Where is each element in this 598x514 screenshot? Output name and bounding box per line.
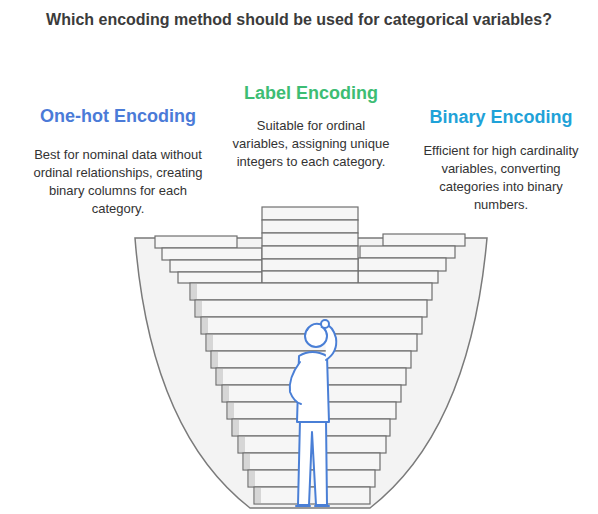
option-description: Suitable for ordinal variables, assignin…: [230, 117, 392, 171]
option-description: Best for nominal data without ordinal re…: [30, 146, 206, 218]
option-group: One-hot EncodingBest for nominal data wi…: [30, 105, 206, 218]
option-heading: One-hot Encoding: [30, 105, 206, 127]
diagram-title: Which encoding method should be used for…: [4, 11, 594, 29]
option-description: Efficient for high cardinality variables…: [420, 142, 582, 214]
thinking-person: [290, 320, 337, 506]
option-group: Binary EncodingEfficient for high cardin…: [420, 106, 582, 214]
option-heading: Binary Encoding: [420, 106, 582, 128]
option-group: Label EncodingSuitable for ordinal varia…: [230, 82, 392, 171]
option-heading: Label Encoding: [230, 82, 392, 104]
